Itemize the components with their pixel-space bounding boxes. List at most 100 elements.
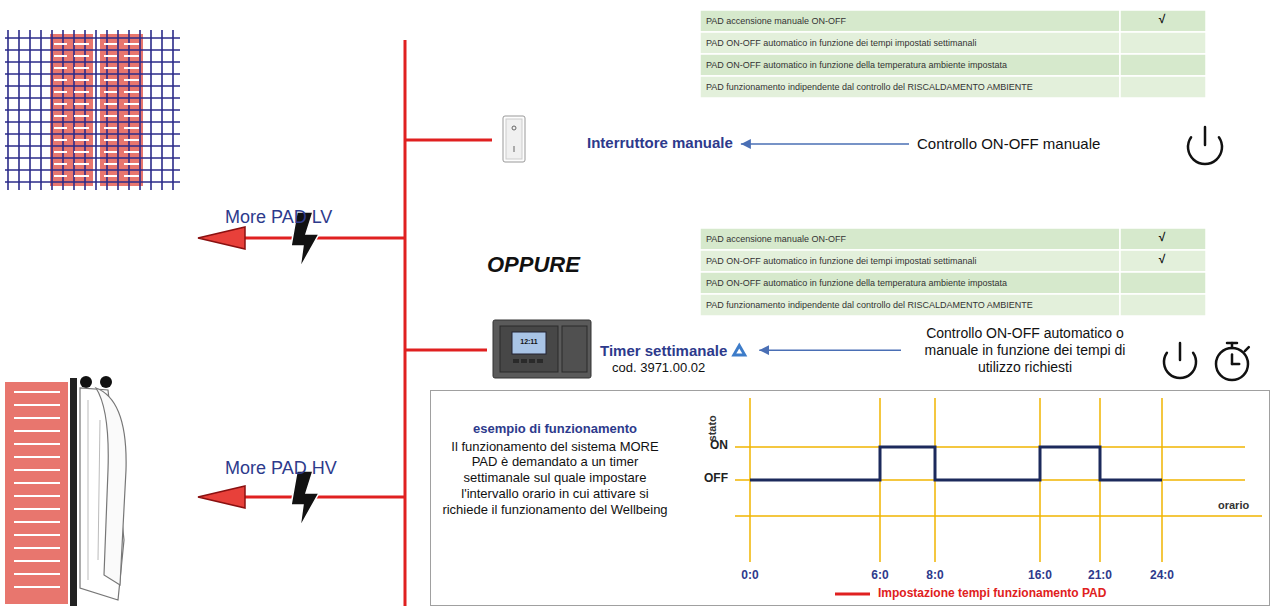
power-wire xyxy=(240,496,405,499)
pad-stripe xyxy=(74,175,89,177)
radiator-stripe xyxy=(14,456,60,458)
pad-stripe xyxy=(74,55,89,57)
feed-arrowhead xyxy=(198,486,245,508)
switch-mark xyxy=(514,146,515,152)
pad-stripe xyxy=(124,151,139,153)
table-cell xyxy=(700,32,1120,54)
pad-stripe xyxy=(124,175,139,177)
axis-title: orario xyxy=(1218,499,1249,512)
pad-stripe xyxy=(54,163,67,165)
grid-line xyxy=(5,49,180,51)
timer-buttons xyxy=(513,359,543,363)
pad-stripe xyxy=(104,175,117,177)
radiator-stripe xyxy=(14,547,60,549)
tick-label: 16:0 xyxy=(1028,569,1052,583)
grid-line xyxy=(117,30,119,190)
table-cell-text: PAD accensione manuale ON-OFF xyxy=(706,234,846,244)
radiator-stripe xyxy=(14,560,60,562)
timer-buttons xyxy=(513,359,519,363)
table-cell xyxy=(700,54,1120,76)
radiator-stripe xyxy=(14,534,60,536)
radiator-stripe xyxy=(14,417,60,419)
grid-line xyxy=(5,157,180,159)
table-cell xyxy=(1120,294,1206,316)
check-mark: √ xyxy=(1159,13,1166,27)
pad-stripe xyxy=(54,115,67,117)
radiator-bar xyxy=(70,378,77,606)
radiator-stripe xyxy=(14,404,60,406)
table-cell xyxy=(1120,54,1206,76)
pad-stripe xyxy=(74,67,89,69)
power-wire xyxy=(240,237,405,240)
pad-stripe xyxy=(124,163,139,165)
grid-line xyxy=(7,30,9,190)
timer-buttons xyxy=(537,359,543,363)
icon xyxy=(1164,127,1249,380)
towel xyxy=(96,388,126,585)
pad-stripe xyxy=(54,151,67,153)
node-heading: Controllo ON-OFF automatico o manuale in… xyxy=(908,325,1142,375)
pad-stripe xyxy=(54,43,67,45)
pad-stripe xyxy=(104,139,117,141)
switch-rocker xyxy=(506,119,522,159)
pad-stripe xyxy=(124,103,139,105)
pad-stripe xyxy=(54,175,67,177)
pad-stripe xyxy=(104,67,117,69)
pad-stripe xyxy=(74,151,89,153)
pad-stripe xyxy=(104,43,117,45)
pad-stripe xyxy=(124,67,139,69)
chart-grid xyxy=(735,398,1262,562)
grid-line xyxy=(51,30,53,190)
radiator-stripe xyxy=(14,443,60,445)
legend-line xyxy=(835,593,870,596)
pad-stripe xyxy=(54,79,67,81)
timer-device xyxy=(493,320,591,378)
power-wire xyxy=(404,40,407,606)
timer-screen xyxy=(512,332,546,354)
pad-stripe xyxy=(104,103,117,105)
grid-line xyxy=(5,61,180,63)
table-cell xyxy=(700,10,1120,32)
pad-stripe xyxy=(124,127,139,129)
table-cell xyxy=(1120,76,1206,98)
timer-buttons xyxy=(529,359,535,363)
radiator-stripe xyxy=(14,586,60,588)
timer-icon xyxy=(1232,363,1239,366)
pad-stripe xyxy=(104,79,117,81)
radiator-stripe xyxy=(14,573,60,575)
grid-line xyxy=(172,30,174,190)
timer-label: Timer settimanalecod. 3971.00.02 xyxy=(597,340,755,378)
radiator-stripe xyxy=(14,508,60,510)
node-heading: Timer settimanale xyxy=(600,342,727,360)
connector-arrow xyxy=(741,143,909,145)
table-cell xyxy=(1120,272,1206,294)
or-label: OPPURE xyxy=(487,252,580,277)
tick-label: 24:0 xyxy=(1150,569,1174,583)
timer-icon xyxy=(1216,343,1249,380)
pad-stripe xyxy=(74,127,89,129)
pad-stripe xyxy=(124,79,139,81)
pad-stripe xyxy=(54,103,67,105)
pad-stripe xyxy=(104,151,117,153)
grid-line xyxy=(128,30,130,190)
tick-label: 8:0 xyxy=(926,569,943,583)
pad-stripe xyxy=(124,91,139,93)
grid-line xyxy=(5,37,180,39)
switch-mark xyxy=(512,126,516,130)
grid-line xyxy=(5,145,180,147)
feed-arrowhead xyxy=(198,227,245,249)
control-note: Controllo ON-OFF automatico o manuale in… xyxy=(905,322,1145,378)
heating-mat xyxy=(5,30,180,190)
chart-grid xyxy=(735,515,1262,517)
table-cell-text: PAD ON-OFF automatico in funzione della … xyxy=(706,60,1007,70)
table-cell-text: PAD funzionamento indipendente dal contr… xyxy=(706,82,1033,92)
display-text: 12:11 xyxy=(520,338,538,346)
table-cell-text: PAD ON-OFF automatico in funzione della … xyxy=(706,278,1007,288)
state-signal xyxy=(750,447,1162,480)
tick-label: 21:0 xyxy=(1088,569,1112,583)
switch-label: Interruttore manuale xyxy=(583,130,737,156)
grid-line xyxy=(161,30,163,190)
timer-icon xyxy=(1216,348,1248,380)
grid-line xyxy=(18,30,20,190)
part-name: More PAD LV xyxy=(225,207,332,228)
